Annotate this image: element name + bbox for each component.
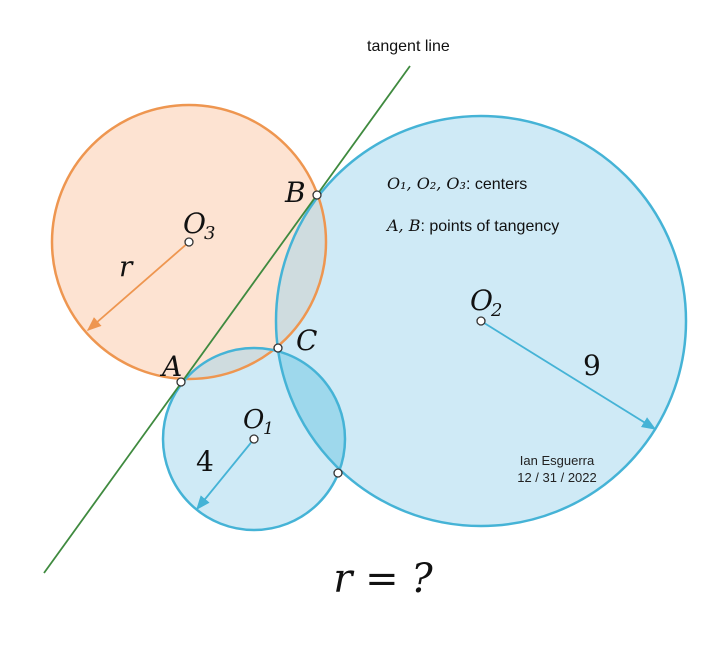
legend-centers-text: : centers bbox=[466, 176, 527, 193]
tangent-line-label: tangent line bbox=[367, 38, 450, 55]
legend-centers: O₁, O₂, O₃: centers bbox=[387, 174, 527, 193]
label-o3: O 3 bbox=[183, 207, 215, 244]
label-b: B bbox=[284, 176, 306, 209]
question-text: r = ? bbox=[333, 556, 433, 602]
legend-centers-math: O₁, O₂, O₃ bbox=[387, 174, 466, 193]
center-o1-dot bbox=[249, 434, 259, 444]
legend-tangency: A, B: points of tangency bbox=[385, 216, 559, 235]
radius-arrow-9 bbox=[480, 320, 657, 430]
radius-arrow-4 bbox=[196, 438, 255, 511]
label-o2-sub: 2 bbox=[490, 300, 502, 321]
center-o3-dot bbox=[184, 237, 194, 247]
radius-arrow-r bbox=[86, 241, 190, 331]
point-a-dot bbox=[176, 377, 186, 387]
intersection-dot bbox=[333, 468, 343, 478]
center-o2-dot bbox=[476, 316, 486, 326]
label-o1-letter: O bbox=[243, 405, 264, 435]
label-o2: O 2 bbox=[470, 284, 502, 321]
legend-tangency-math: A, B bbox=[385, 216, 421, 235]
legend: O₁, O₂, O₃: centers A, B: points of tang… bbox=[385, 174, 559, 235]
circle-o3 bbox=[50, 103, 328, 381]
credit-author: Ian Esguerra bbox=[520, 453, 595, 468]
legend-tangency-text: : points of tangency bbox=[420, 218, 559, 235]
label-c: C bbox=[296, 324, 317, 357]
credit-date: 12 / 31 / 2022 bbox=[517, 470, 597, 485]
label-a: A bbox=[159, 350, 182, 383]
label-o2-letter: O bbox=[470, 284, 493, 317]
label-o3-letter: O bbox=[183, 207, 206, 240]
radius-label-r: r bbox=[119, 250, 134, 283]
radius-label-4: 4 bbox=[196, 445, 214, 478]
point-b-dot bbox=[312, 190, 322, 200]
label-o1: O 1 bbox=[243, 405, 274, 439]
circle-o2 bbox=[274, 114, 688, 528]
point-c-dot bbox=[273, 343, 283, 353]
circle-o1 bbox=[161, 346, 347, 532]
label-o3-sub: 3 bbox=[204, 223, 215, 244]
label-o1-sub: 1 bbox=[263, 419, 274, 439]
radius-label-9: 9 bbox=[583, 349, 601, 382]
tangent-line bbox=[43, 65, 411, 574]
